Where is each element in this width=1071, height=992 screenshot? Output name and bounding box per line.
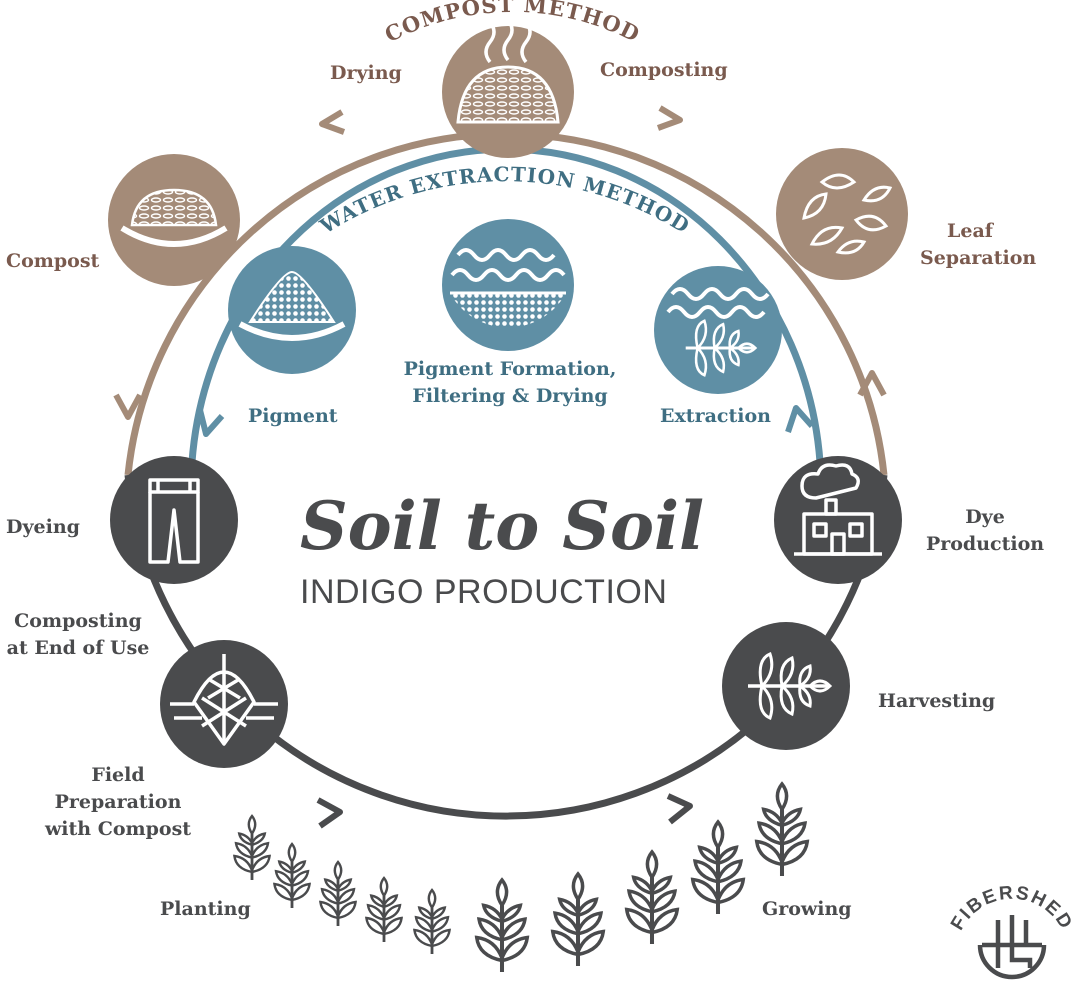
sprout-icon [477, 880, 528, 972]
arrow-heads [113, 105, 887, 829]
bowl-icon [120, 225, 228, 247]
sprout-icon [364, 876, 404, 944]
pigment-node [228, 246, 356, 374]
dyeing-label: Dyeing [6, 516, 80, 538]
compost-heap-icon [130, 188, 218, 227]
pigment-bowl-icon [238, 321, 346, 341]
steam-icon [484, 18, 532, 64]
sprout-icon [757, 784, 808, 876]
pigment-formation-label: Pigment Formation, Filtering & Drying [403, 358, 617, 407]
field-preparation-label: Field Preparation with Compost [44, 764, 192, 840]
sprout-icon [553, 874, 604, 966]
sediment-icon [450, 293, 566, 328]
drying-label: Drying [330, 62, 402, 84]
extraction-label: Extraction [660, 405, 771, 427]
compost-node [108, 154, 240, 286]
pigment-label: Pigment [248, 405, 338, 427]
page-subtitle: INDIGO PRODUCTION [300, 573, 668, 611]
harvesting-node [722, 622, 850, 750]
field-preparation-node [160, 640, 288, 768]
composting-label: Composting [600, 59, 728, 81]
sprout-icon [412, 888, 452, 956]
dyeing-node [110, 456, 238, 584]
sprout-icon [627, 852, 678, 944]
tilled-field-icon [170, 654, 278, 746]
pigment-formation-node [442, 219, 574, 351]
extraction-node [654, 266, 782, 394]
compost-label: Compost [6, 250, 100, 272]
water-waves-icon [450, 248, 566, 282]
sprout-icon [318, 860, 358, 928]
fibershed-mark-icon [977, 915, 1047, 980]
extraction-waves-icon [666, 287, 770, 319]
growing-label: Growing [762, 898, 852, 920]
sprouts-row [232, 784, 808, 972]
composting-node [442, 18, 574, 158]
leaf-separation-label: Leaf Separation [920, 220, 1037, 269]
leaf-separation-node [776, 148, 908, 280]
sprout-icon [693, 822, 744, 914]
dye-production-node [774, 456, 902, 584]
leaf-pile-icon [456, 65, 560, 124]
sprout-icon [272, 842, 312, 910]
composting-end-of-use-label: Composting at End of Use [6, 610, 150, 659]
harvesting-label: Harvesting [878, 690, 996, 712]
loose-leaves-icon [802, 173, 893, 255]
factory-icon [794, 463, 882, 556]
pigment-heap-icon [248, 270, 336, 323]
sprout-icon [232, 814, 272, 882]
planting-label: Planting [160, 898, 251, 920]
dye-production-label: Dye Production [925, 506, 1045, 555]
page-title: Soil to Soil [300, 487, 705, 565]
jeans-icon [148, 478, 200, 564]
